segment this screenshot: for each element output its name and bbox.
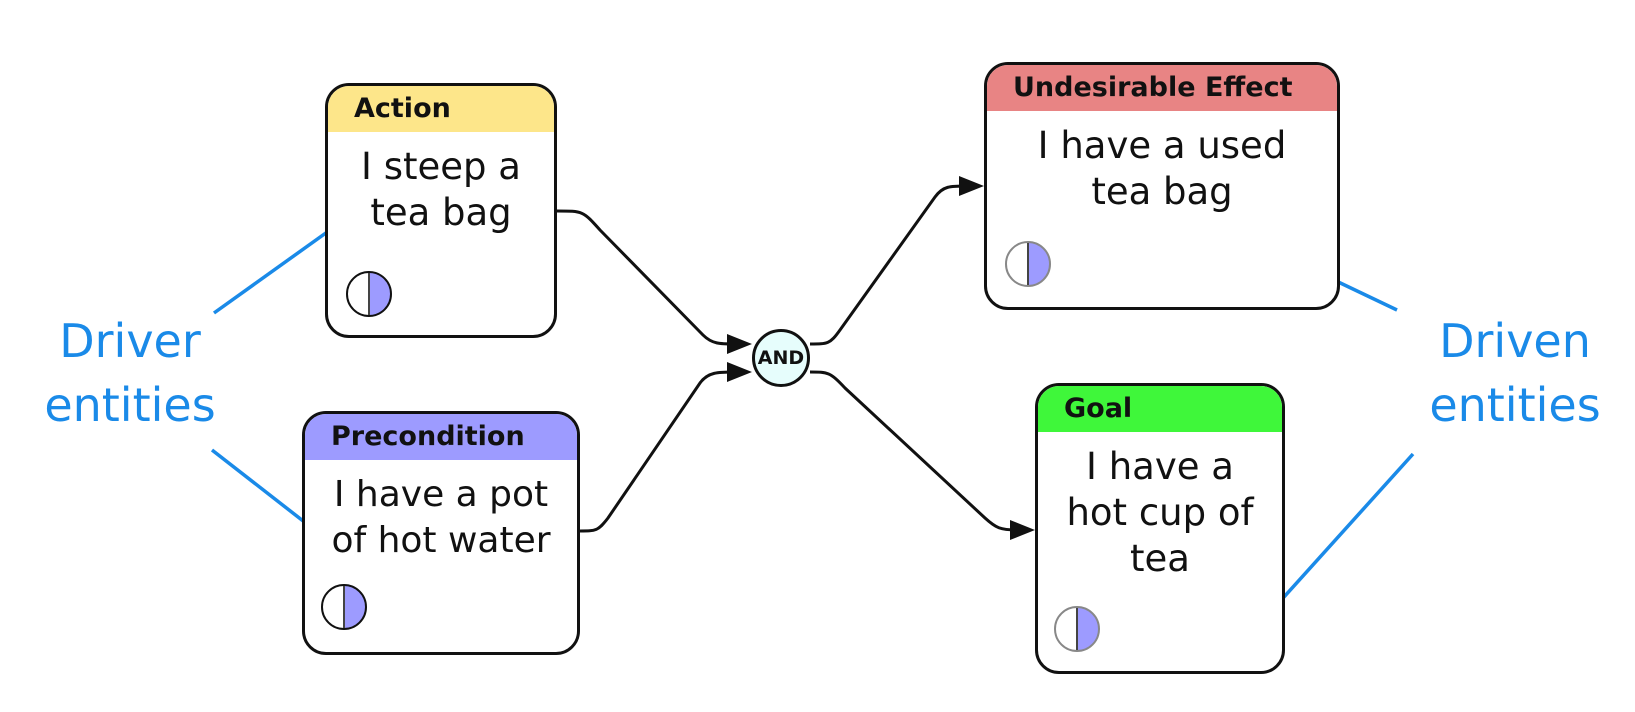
node-precondition[interactable]: Precondition I have a pot of hot water [302,411,580,655]
node-undesirable-effect-text[interactable]: I have a used tea bag [1037,124,1287,213]
callout-leader-driver-action [212,218,346,315]
edge-and-to-undesirable-effect[interactable] [809,184,968,346]
arrowhead-precondition-to-and [727,362,752,382]
arrowhead-and-to-undesirable-effect [959,176,984,196]
node-undesirable-effect-header: Undesirable Effect [987,65,1337,111]
and-junction[interactable]: AND [752,329,810,387]
node-goal-text[interactable]: I have a hot cup of tea [1066,445,1254,580]
node-goal-header: Goal [1038,386,1282,432]
half-filled-circle-icon[interactable] [346,271,392,317]
edge-and-to-goal[interactable] [809,370,1019,532]
callout-driver-entities: Driver entities [44,314,216,432]
edge-precondition-to-and[interactable] [579,370,736,533]
node-goal[interactable]: Goal I have a hot cup of tea [1035,383,1285,674]
node-precondition-text[interactable]: I have a pot of hot water [331,474,551,561]
half-filled-circle-icon[interactable] [321,584,367,630]
half-filled-circle-icon[interactable] [1054,606,1100,652]
arrowhead-action-to-and [727,334,752,354]
node-precondition-header: Precondition [305,414,577,460]
node-action[interactable]: Action I steep a tea bag [325,83,557,338]
callout-driven-entities: Driven entities [1429,314,1601,432]
node-action-header: Action [328,86,554,132]
edge-action-to-and[interactable] [556,209,736,346]
callout-leader-driver-precondition [210,448,318,533]
arrowhead-and-to-goal [1010,520,1035,540]
node-undesirable-effect[interactable]: Undesirable Effect I have a used tea bag [984,62,1340,310]
node-action-text[interactable]: I steep a tea bag [361,145,521,234]
half-filled-circle-icon[interactable] [1005,241,1051,287]
